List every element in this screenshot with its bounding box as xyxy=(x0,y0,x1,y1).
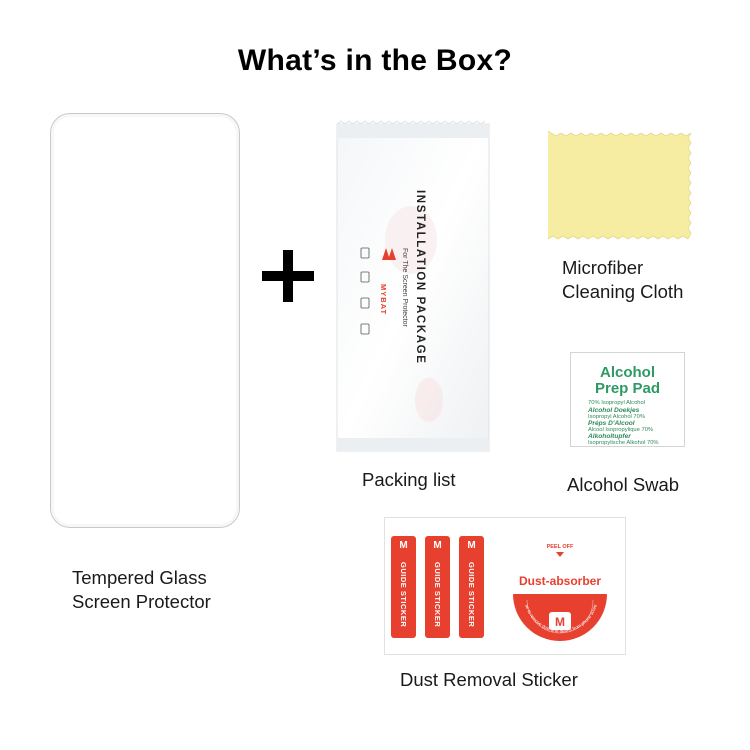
swab-heading-line1: Alcohol xyxy=(600,364,655,381)
package-label: INSTALLATION PACKAGE xyxy=(414,190,426,365)
package-caption: Packing list xyxy=(362,469,456,490)
guide-sticker-label: GUIDE STICKER xyxy=(433,562,442,628)
swab-line: Isopropyl Alcohol 70% xyxy=(588,414,646,420)
dust-removal-sticker-image: M GUIDE STICKER M GUIDE STICKER M GUIDE … xyxy=(384,517,626,655)
package-brand: MYBAT xyxy=(379,284,388,316)
guide-sticker-1: M GUIDE STICKER xyxy=(391,536,416,638)
swab-line: Isopropylische Alkohol 70% xyxy=(588,440,659,446)
microfiber-cloth-image xyxy=(548,130,692,240)
swab-line: Alkoholtupfer xyxy=(588,433,631,440)
glass-caption: Tempered Glass Screen Protector xyxy=(72,566,211,614)
guide-sticker-label: GUIDE STICKER xyxy=(467,562,476,628)
swab-heading-line2: Prep Pad xyxy=(594,380,661,397)
dust-absorber-disc: use to remove dust and debris from phone… xyxy=(505,542,607,641)
disc-logo-icon: M xyxy=(555,615,565,629)
glass-caption-line1: Tempered Glass xyxy=(72,567,207,588)
page-title: What’s in the Box? xyxy=(237,44,513,77)
alcohol-swab-image: Alcohol Prep Pad 70% Isopropyl Alcohol A… xyxy=(570,352,685,447)
sticker-logo-icon: M xyxy=(399,540,408,551)
swab-line: Alcohol Doekjes xyxy=(588,407,640,414)
cloth-caption-line2: Cleaning Cloth xyxy=(562,281,684,302)
sticker-logo-icon: M xyxy=(467,540,476,551)
swab-line: Préps D'Alcool xyxy=(588,420,635,427)
swab-line: Alcool Isopropylique 70% xyxy=(588,427,654,433)
installation-package-image xyxy=(336,120,490,452)
cloth-caption-line1: Microfiber xyxy=(562,257,644,278)
peel-off-label: PEEL OFF xyxy=(546,544,574,550)
swab-caption: Alcohol Swab xyxy=(567,474,680,495)
package-sublabel: For The Screen Protector xyxy=(401,248,408,327)
sticker-logo-icon: M xyxy=(433,540,442,551)
dust-absorber-label: Dust-absorber xyxy=(518,574,601,588)
swab-heading: Alcohol Prep Pad xyxy=(571,365,684,397)
swab-line: 70% Isopropyl Alcohol xyxy=(588,400,646,406)
guide-sticker-3: M GUIDE STICKER xyxy=(459,536,484,638)
guide-sticker-2: M GUIDE STICKER xyxy=(425,536,450,638)
tempered-glass-image xyxy=(50,113,240,528)
cloth-caption: Microfiber Cleaning Cloth xyxy=(562,256,683,304)
glass-caption-line2: Screen Protector xyxy=(72,591,211,612)
sticker-caption: Dust Removal Sticker xyxy=(400,669,578,690)
plus-icon xyxy=(262,250,314,302)
guide-sticker-label: GUIDE STICKER xyxy=(399,562,408,628)
tab-chevron-icon xyxy=(556,552,564,557)
